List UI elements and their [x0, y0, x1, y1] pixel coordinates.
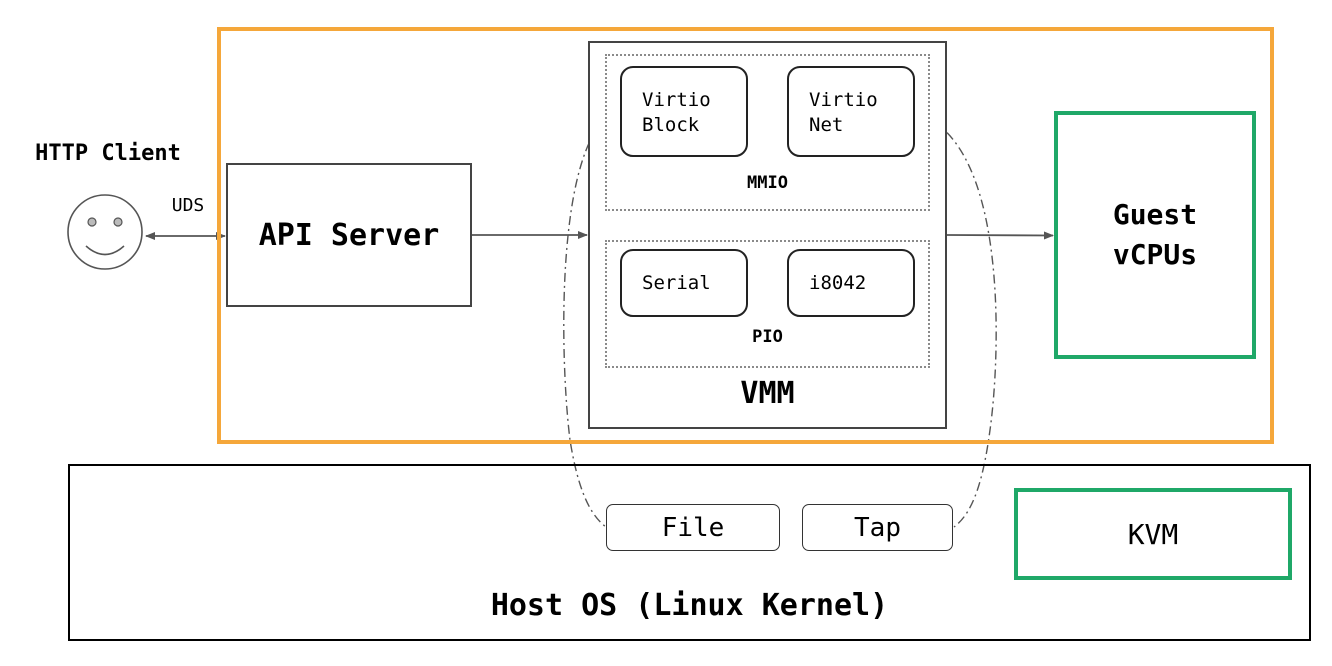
kvm-box: KVM — [1014, 488, 1292, 580]
smiley-face-icon — [67, 194, 143, 270]
firecracker-process-boundary — [217, 27, 1274, 444]
tap-label: Tap — [854, 512, 901, 543]
virtio-block-to-file-link — [563, 112, 613, 528]
guest-label-line2: vCPUs — [1112, 238, 1198, 271]
uds-label: UDS — [171, 195, 205, 216]
api-server-label: API Server — [258, 217, 440, 253]
pio-label: PIO — [752, 327, 783, 347]
api-server-box: API Server — [226, 163, 472, 307]
virtio-block-line2: Block — [642, 114, 700, 136]
virtio-block-line1: Virtio — [642, 89, 711, 111]
vmm-label: VMM — [740, 376, 795, 411]
guest-vcpus-box: Guest vCPUs — [1054, 111, 1256, 359]
virtio-net-device: Virtio Net — [787, 66, 915, 157]
virtio-block-device: Virtio Block — [620, 66, 748, 157]
file-resource-box: File — [606, 504, 780, 551]
i8042-label: i8042 — [809, 271, 867, 294]
http-client-label: HTTP Client — [35, 141, 181, 166]
serial-label: Serial — [642, 271, 711, 294]
i8042-device: i8042 — [787, 249, 915, 317]
virtio-net-line2: Net — [809, 114, 844, 136]
file-label: File — [661, 512, 725, 543]
host-os-box — [68, 464, 1311, 641]
guest-label-line1: Guest — [1112, 198, 1198, 231]
pio-group — [605, 240, 930, 368]
vmm-to-guest-arrow — [946, 231, 1054, 240]
virtio-net-to-tap-link — [914, 112, 997, 528]
host-os-label: Host OS (Linux Kernel) — [490, 588, 889, 623]
kvm-label: KVM — [1127, 517, 1179, 551]
mmio-group — [605, 54, 930, 211]
serial-device: Serial — [620, 249, 748, 317]
virtio-net-line1: Virtio — [809, 89, 878, 111]
mmio-label: MMIO — [747, 173, 788, 193]
tap-resource-box: Tap — [802, 504, 953, 551]
